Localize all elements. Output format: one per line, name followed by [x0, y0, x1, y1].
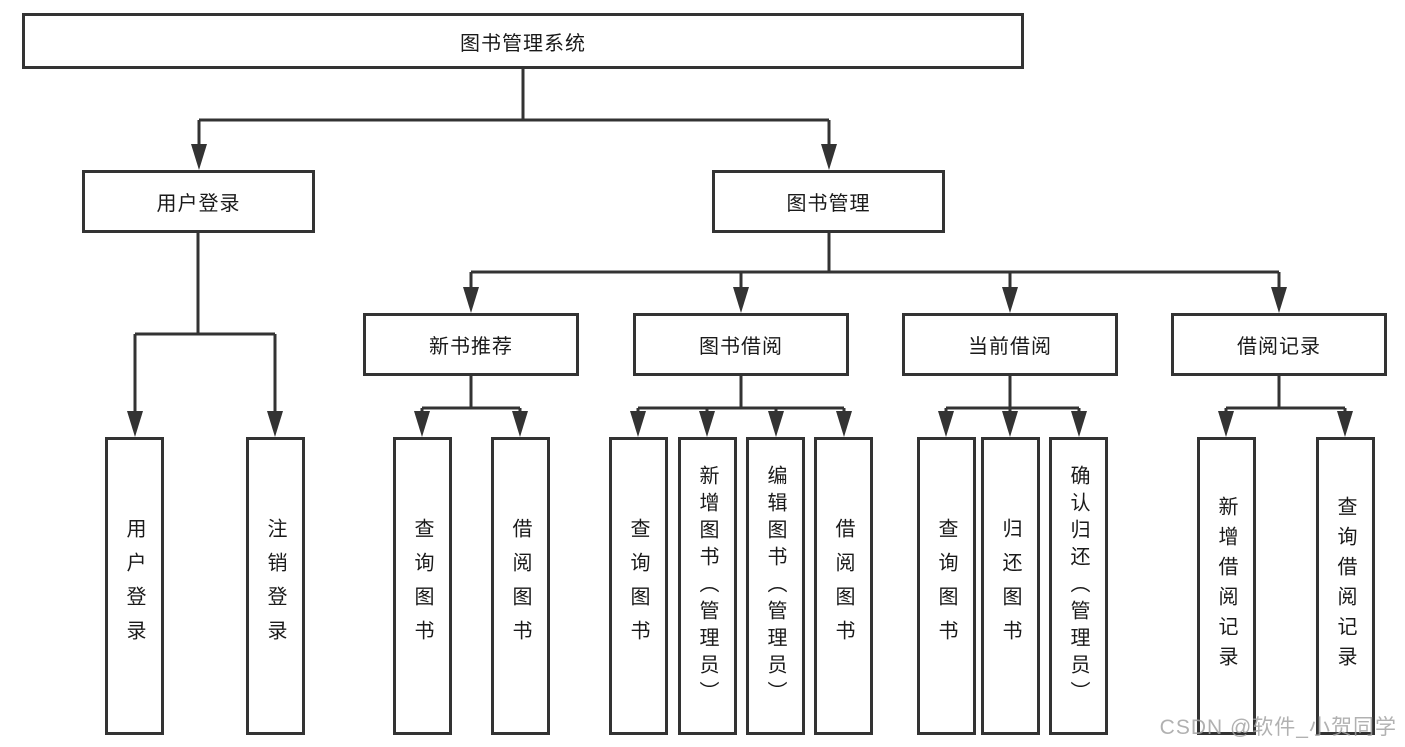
node-label: 查询图书	[627, 518, 649, 654]
connector-book-borrow-branch	[636, 376, 846, 420]
node-user-login: 用户登录	[82, 170, 315, 233]
node-label: 借阅图书	[832, 518, 854, 654]
leaf-query-books-borrow: 查询图书	[609, 437, 668, 735]
leaf-query-books-recommend: 查询图书	[393, 437, 452, 735]
node-label: 编辑图书（管理员）	[764, 464, 786, 708]
connector-new-book-branch	[420, 376, 522, 420]
arrowheads	[127, 144, 1353, 437]
node-label: 当前借阅	[968, 336, 1052, 358]
node-label: 查询图书	[935, 518, 957, 654]
leaf-add-books-admin: 新增图书（管理员）	[678, 437, 737, 735]
node-label: 图书借阅	[699, 336, 783, 358]
node-library-management-system: 图书管理系统	[22, 13, 1024, 69]
connector-user-login-branch	[133, 233, 277, 419]
connector-book-management-branch	[469, 233, 1281, 296]
leaf-confirm-return-admin: 确认归还（管理员）	[1049, 437, 1108, 735]
leaf-return-books: 归还图书	[981, 437, 1040, 735]
leaf-edit-books-admin: 编辑图书（管理员）	[746, 437, 805, 735]
node-label: 图书管理	[786, 193, 871, 215]
node-label: 图书管理系统	[460, 32, 586, 55]
node-label: 借阅图书	[509, 518, 531, 654]
node-current-borrowing: 当前借阅	[902, 313, 1118, 376]
node-label: 查询图书	[411, 518, 433, 654]
node-label: 用户登录	[123, 518, 145, 654]
node-label: 归还图书	[999, 518, 1021, 654]
connector-borrow-records-branch	[1224, 376, 1347, 420]
node-borrow-records: 借阅记录	[1171, 313, 1387, 376]
leaf-query-borrow-record: 查询借阅记录	[1316, 437, 1375, 735]
leaf-borrow-books: 借阅图书	[814, 437, 873, 735]
csdn-watermark: CSDN @软件_小贺同学	[1159, 716, 1397, 739]
node-label: 用户登录	[156, 193, 241, 215]
leaf-borrow-books-recommend: 借阅图书	[491, 437, 550, 735]
node-label: 注销登录	[264, 518, 286, 654]
node-label: 确认归还（管理员）	[1067, 464, 1089, 708]
node-book-borrowing: 图书借阅	[633, 313, 849, 376]
node-new-book-recommendation: 新书推荐	[363, 313, 579, 376]
node-label: 新书推荐	[429, 336, 513, 358]
node-label: 查询借阅记录	[1334, 496, 1356, 676]
node-label: 新增借阅记录	[1215, 496, 1237, 676]
node-label: 新增图书（管理员）	[696, 464, 718, 708]
connector-root-to-level2	[197, 69, 831, 153]
leaf-query-books-current: 查询图书	[917, 437, 976, 735]
node-book-management: 图书管理	[712, 170, 945, 233]
leaf-add-borrow-record: 新增借阅记录	[1197, 437, 1256, 735]
node-label: 借阅记录	[1237, 336, 1321, 358]
leaf-logout: 注销登录	[246, 437, 305, 735]
leaf-user-login: 用户登录	[105, 437, 164, 735]
